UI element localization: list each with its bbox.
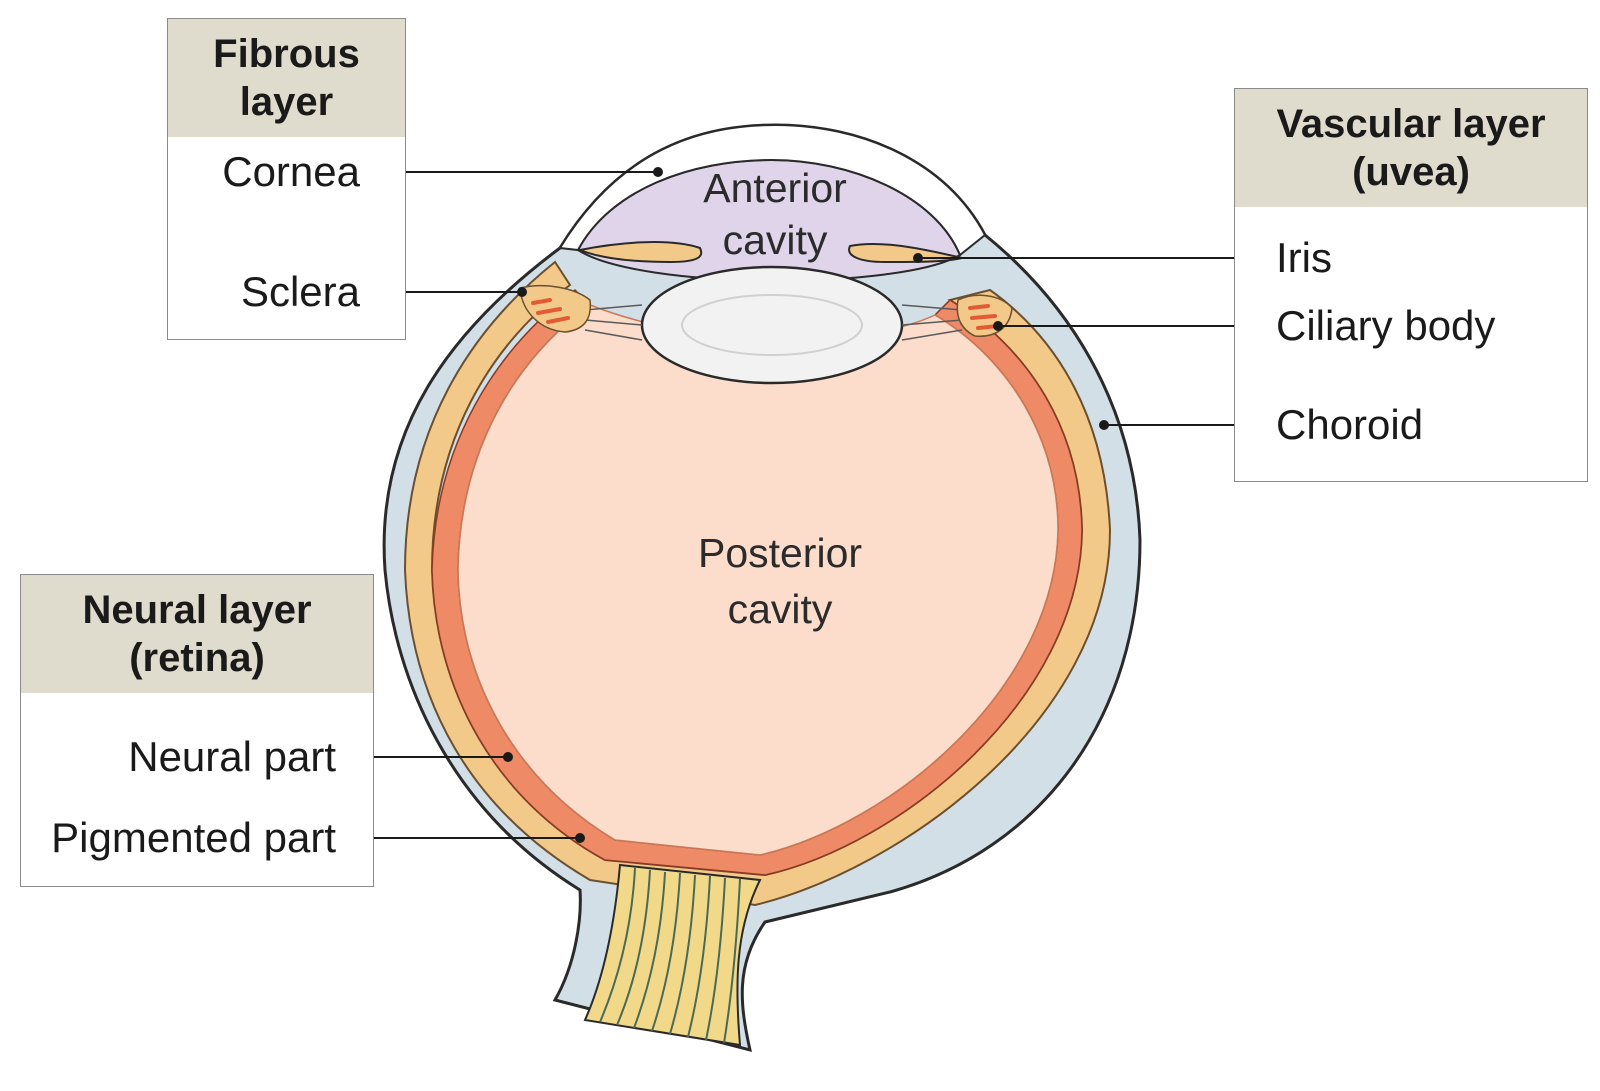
neural-layer-box: Neural layer (retina) bbox=[20, 574, 374, 887]
fibrous-title-line2: layer bbox=[239, 80, 334, 124]
sclera-label: Sclera bbox=[240, 268, 360, 315]
posterior-cavity-line1: Posterior bbox=[697, 530, 863, 576]
vascular-title-line1: Vascular layer bbox=[1276, 102, 1546, 146]
cornea-shape bbox=[558, 123, 987, 257]
anterior-cavity-line1: Anterior bbox=[703, 165, 847, 211]
choroid-label: Choroid bbox=[1276, 401, 1424, 448]
pigmented-part-label: Pigmented part bbox=[51, 814, 336, 861]
anterior-cavity-line2: cavity bbox=[722, 217, 828, 263]
ciliary-vessels-left bbox=[531, 298, 570, 324]
anterior-cavity-label: Anterior cavity bbox=[690, 162, 860, 266]
posterior-cavity-label: Posterior cavity bbox=[680, 525, 880, 637]
fibrous-layer-box: Fibrous layer bbox=[167, 18, 406, 340]
optic-nerve-fibers bbox=[599, 867, 741, 1044]
optic-nerve bbox=[583, 863, 762, 1047]
ciliary-body-label: Ciliary body bbox=[1276, 302, 1496, 349]
fibrous-title-line1: Fibrous bbox=[213, 32, 360, 76]
zonular-fibers bbox=[584, 304, 963, 341]
lens-inner-ring bbox=[681, 294, 863, 356]
neural-layer-header: Neural layer (retina) bbox=[21, 575, 373, 693]
vascular-title-line2: (uvea) bbox=[1352, 150, 1470, 194]
iris-left-shape bbox=[576, 241, 703, 264]
cornea-label: Cornea bbox=[222, 148, 360, 195]
neural-title-line1: Neural layer bbox=[82, 588, 312, 632]
fibrous-layer-header: Fibrous layer bbox=[168, 19, 405, 137]
vascular-layer-header: Vascular layer (uvea) bbox=[1235, 89, 1587, 207]
neural-title-line2: (retina) bbox=[129, 636, 265, 680]
iris-label: Iris bbox=[1276, 234, 1332, 281]
posterior-cavity-line2: cavity bbox=[727, 586, 833, 632]
leader-lines bbox=[352, 167, 1258, 843]
vascular-layer-box: Vascular layer (uvea) bbox=[1234, 88, 1588, 482]
neural-part-label: Neural part bbox=[128, 733, 336, 780]
